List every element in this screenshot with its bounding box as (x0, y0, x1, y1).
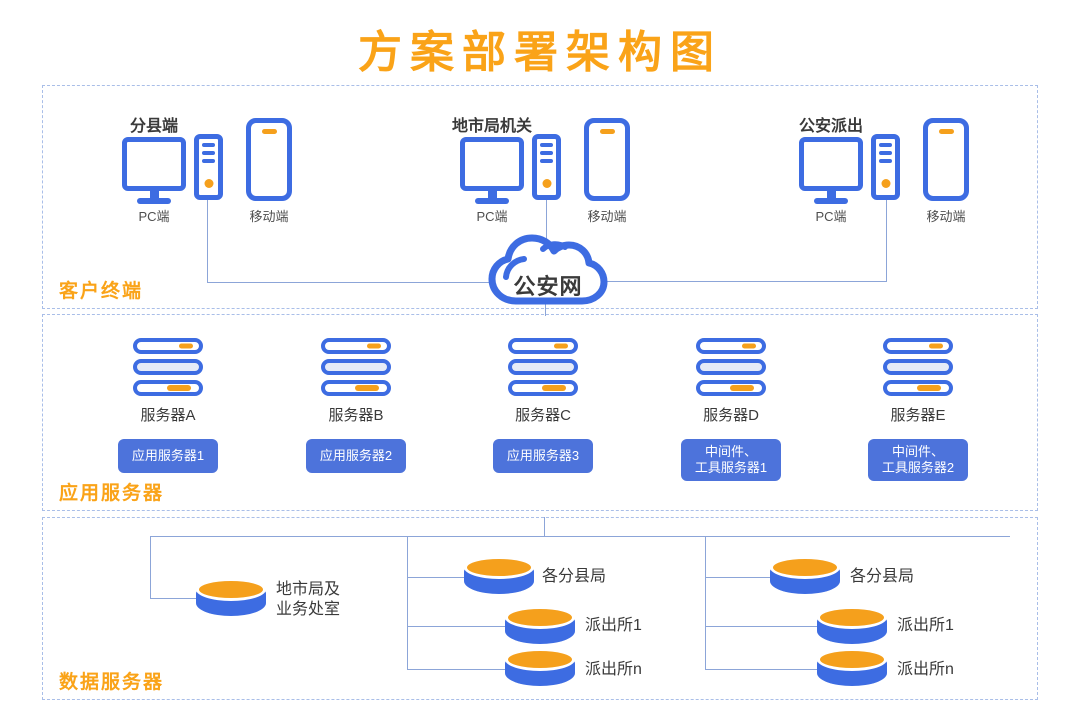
connector-line (150, 598, 198, 599)
mobile-label: 移动端 (249, 209, 289, 224)
database-icon (464, 556, 534, 594)
phone-speaker-icon (599, 129, 615, 134)
server-unit-b: 服务器B 应用服务器2 (305, 338, 407, 473)
connector-line (207, 282, 491, 283)
server-name: 服务器D (703, 407, 759, 424)
section-label-clients: 客户终端 (59, 281, 144, 302)
power-led-icon (542, 179, 551, 188)
connector-line (546, 200, 547, 240)
server-unit-e: 服务器E 中间件、 工具服务器2 (867, 338, 969, 481)
pc-icon (799, 137, 863, 204)
database-icon (817, 648, 887, 686)
mobile-phone-icon (246, 118, 292, 201)
section-client-terminals: 客户终端 (42, 85, 1038, 309)
mobile-label: 移动端 (926, 209, 966, 224)
db-label-county: 各分县局 (850, 568, 915, 585)
database-icon (505, 606, 575, 644)
section-data-servers: 数据服务器 (42, 517, 1038, 700)
pc-label: PC端 (138, 209, 170, 224)
pc-icon (460, 137, 524, 204)
page-title: 方案部署架构图 (358, 28, 722, 77)
server-name: 服务器B (328, 407, 384, 424)
server-role-badge: 应用服务器1 (118, 439, 218, 473)
server-icon (508, 338, 578, 396)
database-icon (505, 648, 575, 686)
server-role-badge: 应用服务器2 (306, 439, 406, 473)
database-icon (770, 556, 840, 594)
pc-tower-icon (532, 134, 561, 200)
monitor-screen-icon (460, 137, 524, 191)
connector-line (705, 626, 819, 627)
server-role-badge: 中间件、 工具服务器2 (868, 439, 968, 481)
connector-line (407, 536, 408, 670)
connector-line (207, 200, 208, 283)
cloud-icon (488, 234, 608, 305)
police-network-cloud: 公安网 (486, 231, 610, 309)
connector-line (545, 302, 546, 316)
pc-tower-icon (194, 134, 223, 200)
database-icon (196, 578, 266, 616)
monitor-screen-icon (799, 137, 863, 191)
connector-line (407, 626, 507, 627)
monitor-stand-icon (826, 191, 836, 198)
server-role-badge: 中间件、 工具服务器1 (681, 439, 781, 481)
connector-line (705, 577, 772, 578)
mobile-phone-icon (923, 118, 969, 201)
db-label-station-n: 派出所n (897, 661, 954, 678)
server-unit-d: 服务器D 中间件、 工具服务器1 (680, 338, 782, 481)
mobile-phone-icon (584, 118, 630, 201)
pc-tower-icon (871, 134, 900, 200)
db-label-station-1: 派出所1 (897, 617, 954, 634)
server-name: 服务器A (140, 407, 196, 424)
client-group-title: 地市局机关 (451, 118, 532, 135)
section-app-servers: 应用服务器 (42, 314, 1038, 511)
connector-line (150, 536, 151, 598)
server-icon (696, 338, 766, 396)
connector-line (705, 669, 819, 670)
pc-icon (122, 137, 186, 204)
section-label-app-servers: 应用服务器 (59, 483, 165, 504)
server-role-badge: 应用服务器3 (493, 439, 593, 473)
monitor-base-icon (137, 198, 171, 204)
monitor-stand-icon (487, 191, 497, 198)
client-group-title: 分县端 (129, 118, 178, 135)
section-label-data-servers: 数据服务器 (59, 672, 165, 693)
server-name: 服务器E (890, 407, 946, 424)
monitor-screen-icon (122, 137, 186, 191)
monitor-base-icon (814, 198, 848, 204)
connector-line (607, 281, 887, 282)
db-label-station-n: 派出所n (585, 661, 642, 678)
db-label-city-bureau: 地市局及 业务处室 (276, 581, 341, 618)
connector-line (705, 536, 706, 670)
client-group-title: 公安派出 (798, 118, 863, 135)
connector-line (407, 577, 467, 578)
power-led-icon (204, 179, 213, 188)
server-icon (883, 338, 953, 396)
server-icon (133, 338, 203, 396)
phone-speaker-icon (261, 129, 277, 134)
power-led-icon (881, 179, 890, 188)
pc-label: PC端 (815, 209, 847, 224)
mobile-label: 移动端 (587, 209, 627, 224)
connector-line (407, 669, 507, 670)
monitor-base-icon (475, 198, 509, 204)
connector-line (150, 536, 1010, 537)
db-label-station-1: 派出所1 (585, 617, 642, 634)
monitor-stand-icon (149, 191, 159, 198)
db-label-county: 各分县局 (542, 568, 607, 585)
client-group-county: 分县端 PC端 移动端 (120, 112, 298, 224)
phone-speaker-icon (938, 129, 954, 134)
database-icon (817, 606, 887, 644)
server-unit-c: 服务器C 应用服务器3 (492, 338, 594, 473)
pc-label: PC端 (476, 209, 508, 224)
server-name: 服务器C (515, 407, 571, 424)
client-group-city-bureau: 地市局机关 PC端 移动端 (452, 112, 636, 224)
server-unit-a: 服务器A 应用服务器1 (117, 338, 219, 473)
server-icon (321, 338, 391, 396)
cloud-label: 公安网 (513, 274, 583, 299)
connector-line (886, 200, 887, 282)
connector-line (544, 517, 545, 536)
client-group-police-station: 公安派出 PC端 移动端 (797, 112, 975, 224)
